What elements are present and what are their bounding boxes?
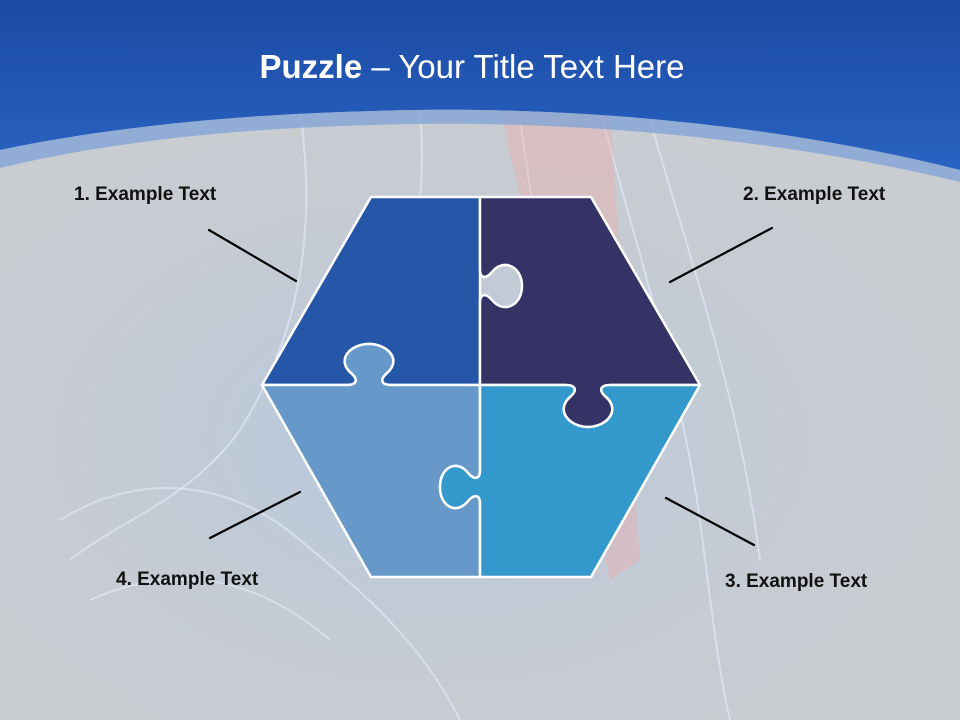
label-item-2: 2. Example Text <box>743 184 886 205</box>
puzzle-piece-bottom-right <box>438 383 702 579</box>
label-item-1: 1. Example Text <box>74 184 217 205</box>
title-bold: Puzzle <box>259 48 363 85</box>
connector-line-2 <box>668 226 774 284</box>
connector-line-1 <box>207 228 298 283</box>
title-rest: – Your Title Text Here <box>362 48 685 85</box>
label-item-4: 4. Example Text <box>116 569 259 590</box>
header-band <box>0 0 960 170</box>
label-item-3: 3. Example Text <box>725 571 868 592</box>
connector-line-3 <box>664 496 756 547</box>
header-arc <box>0 109 960 182</box>
connector-line-4 <box>208 490 302 540</box>
slide-title: Puzzle – Your Title Text Here <box>0 48 944 86</box>
